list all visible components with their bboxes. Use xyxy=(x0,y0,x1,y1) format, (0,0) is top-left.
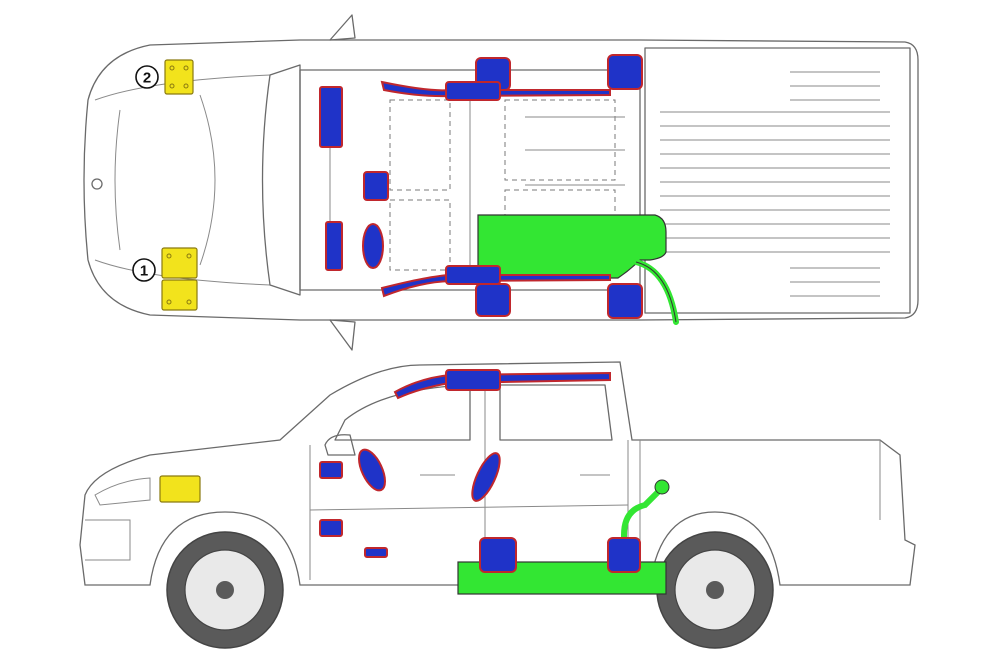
airbag-icon xyxy=(319,519,343,537)
battery-2-marker xyxy=(135,65,159,89)
mirror-right xyxy=(329,319,356,351)
seat-outline xyxy=(389,199,451,271)
airbag-icon xyxy=(319,86,343,148)
battery-terminal xyxy=(166,299,172,305)
battery-terminal xyxy=(169,83,175,89)
airbag-icon xyxy=(607,283,643,319)
airbag-icon xyxy=(607,54,643,90)
headlight xyxy=(94,477,151,506)
airbag-icon xyxy=(607,537,641,573)
airbag-icon xyxy=(363,171,389,201)
fuel-filler-pipe xyxy=(621,487,663,583)
side-mirror xyxy=(324,434,356,456)
battery-icon xyxy=(159,475,201,503)
hood-line xyxy=(114,109,121,251)
airbag-icon xyxy=(319,461,343,479)
cabin-roof xyxy=(299,69,641,291)
cargo-bed xyxy=(644,47,911,314)
cargo-bed-ribs xyxy=(660,71,890,297)
windshield xyxy=(261,64,301,296)
battery-icon xyxy=(161,279,198,311)
grille xyxy=(85,519,131,561)
battery-2: 2 xyxy=(135,59,194,95)
airbag-icon xyxy=(325,221,343,271)
airbag-icon xyxy=(358,448,386,492)
front-wheel xyxy=(166,531,284,649)
battery-terminal xyxy=(183,65,189,71)
side-view xyxy=(79,361,916,649)
battery-terminal xyxy=(186,299,192,305)
rear-window-lines xyxy=(525,116,625,186)
airbags-side xyxy=(319,369,641,573)
top-view-body-outline xyxy=(83,39,919,321)
door-line xyxy=(309,504,629,511)
hood-line xyxy=(199,94,216,266)
top-view: 2 1 xyxy=(83,14,919,351)
fuel-cap xyxy=(654,479,670,495)
battery-terminal xyxy=(169,65,175,71)
battery-1-label: 1 xyxy=(140,263,148,280)
airbag-icon xyxy=(445,265,501,285)
airbag-icon xyxy=(380,80,611,98)
airbag-icon xyxy=(475,283,511,317)
fuel-tank-icon xyxy=(477,214,667,279)
seat-outline xyxy=(504,99,616,181)
battery-icon xyxy=(164,59,194,95)
battery-1-marker xyxy=(132,258,156,282)
airbag-icon xyxy=(445,81,501,101)
airbag-icon xyxy=(364,547,388,558)
fuel-filler-pipe-outline xyxy=(635,261,677,323)
battery-icon xyxy=(161,247,198,279)
airbags-top xyxy=(319,54,643,319)
airbag-icon xyxy=(380,274,611,298)
battery-2-label: 2 xyxy=(143,70,151,87)
airbag-icon xyxy=(445,369,501,391)
battery-1: 1 xyxy=(132,247,198,311)
rear-window xyxy=(499,384,613,441)
rear-wheel xyxy=(656,531,774,649)
seat-outline xyxy=(389,99,451,191)
battery-terminal xyxy=(186,253,192,259)
emblem xyxy=(91,178,103,190)
battery-terminal xyxy=(166,253,172,259)
airbag-icon xyxy=(362,223,384,269)
airbag-icon xyxy=(479,537,517,573)
fuel-tank-top xyxy=(477,214,679,325)
battery-terminal xyxy=(183,83,189,89)
airbag-icon xyxy=(471,452,501,502)
mirror-left xyxy=(329,14,356,41)
